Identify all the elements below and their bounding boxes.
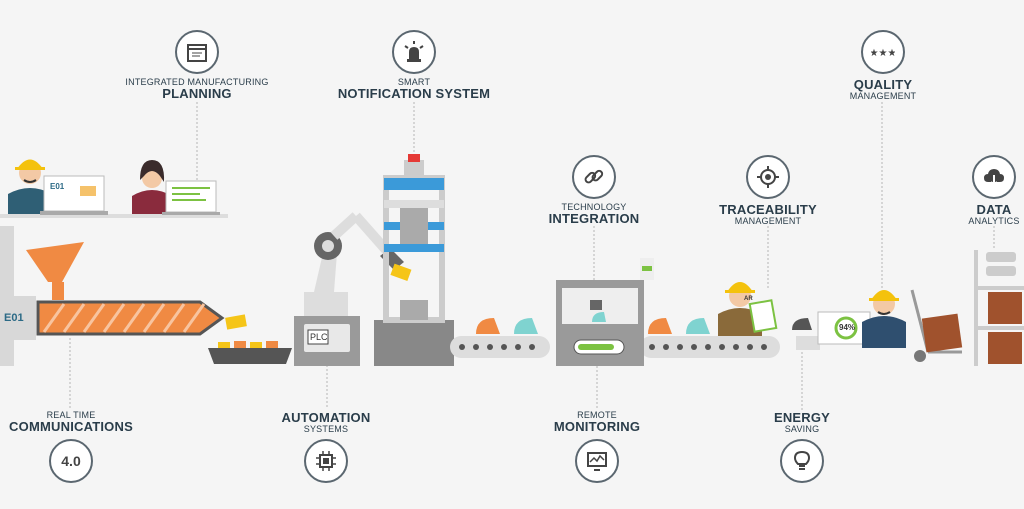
plc-cabinet (294, 316, 360, 366)
light-bulb-icon (780, 439, 824, 483)
label-monitoring-small: REMOTE (577, 410, 617, 420)
label-planning: INTEGRATED MANUFACTURING PLANNING (125, 77, 269, 102)
label-automation-small: SYSTEMS (303, 423, 349, 434)
parts-tray (208, 341, 292, 364)
label-technology: TECHNOLOGY INTEGRATION (548, 202, 640, 227)
label-communications: REAL TIME COMMUNICATIONS (9, 410, 133, 435)
laptop-1 (40, 175, 108, 215)
label-communications-big: COMMUNICATIONS (9, 419, 133, 435)
hydraulic-press (374, 154, 454, 366)
calendar-icon (175, 30, 219, 74)
robot-arm (304, 212, 412, 316)
chain-link-icon (572, 155, 616, 199)
injection-extruder (0, 226, 247, 366)
label-technology-small: TECHNOLOGY (561, 202, 627, 212)
three-stars-icon: ★★★ (861, 30, 905, 74)
label-notification-small: SMART (397, 77, 431, 87)
svg-text:★★★: ★★★ (871, 48, 895, 59)
industry-badge: 4.0 (61, 453, 81, 469)
label-technology-big: INTEGRATION (548, 211, 640, 227)
quality-manager (862, 290, 906, 348)
label-automation-big: AUTOMATION (281, 410, 371, 425)
ar-engineer (718, 282, 778, 336)
label-energy: ENERGY SAVING (774, 411, 830, 434)
laptop-machine-code: E01 (50, 182, 65, 191)
engineer-figure (8, 159, 52, 214)
label-planning-big: PLANNING (162, 86, 232, 102)
hand-trolley (910, 289, 963, 362)
industry-4-bluetooth-icon: 4.0 (49, 439, 93, 483)
warehouse-shelves (974, 250, 1024, 366)
label-data-small: ANALYTICS (968, 215, 1020, 226)
ar-tag: AR (744, 296, 753, 302)
label-communications-small: REAL TIME (46, 410, 96, 420)
energy-station (792, 311, 871, 350)
label-traceability: TRACEABILITY MANAGEMENT (719, 203, 817, 226)
label-energy-small: SAVING (784, 423, 820, 434)
label-traceability-small: MANAGEMENT (734, 215, 802, 226)
alarm-light-icon (392, 30, 436, 74)
office-desk (0, 214, 228, 218)
conveyor-belt (450, 336, 780, 358)
label-energy-big: ENERGY (773, 410, 831, 425)
label-traceability-big: TRACEABILITY (719, 202, 817, 217)
monitor-chart-icon (575, 439, 619, 483)
efficiency-readout: 94% (839, 323, 856, 332)
label-monitoring: REMOTE MONITORING (553, 410, 641, 435)
planner-figure (132, 160, 172, 214)
extruder-machine-code: E01 (4, 312, 24, 324)
target-icon (746, 155, 790, 199)
label-data: DATA ANALYTICS (968, 203, 1019, 226)
label-notification-big: NOTIFICATION SYSTEM (337, 86, 491, 102)
label-quality-big: QUALITY (853, 77, 913, 92)
label-planning-small: INTEGRATED MANUFACTURING (125, 77, 269, 87)
label-quality: QUALITY MANAGEMENT (850, 78, 917, 101)
label-automation: AUTOMATION SYSTEMS (282, 411, 371, 434)
label-notification: SMART NOTIFICATION SYSTEM (337, 77, 491, 102)
iron-products (476, 318, 710, 334)
label-data-big: DATA (976, 202, 1012, 217)
label-monitoring-big: MONITORING (553, 419, 641, 435)
cloud-download-icon (972, 155, 1016, 199)
chip-icon (304, 439, 348, 483)
inspection-station (556, 258, 654, 366)
label-quality-small: MANAGEMENT (849, 90, 917, 101)
laptop-2 (162, 180, 220, 215)
plc-label: PLC (310, 332, 328, 342)
